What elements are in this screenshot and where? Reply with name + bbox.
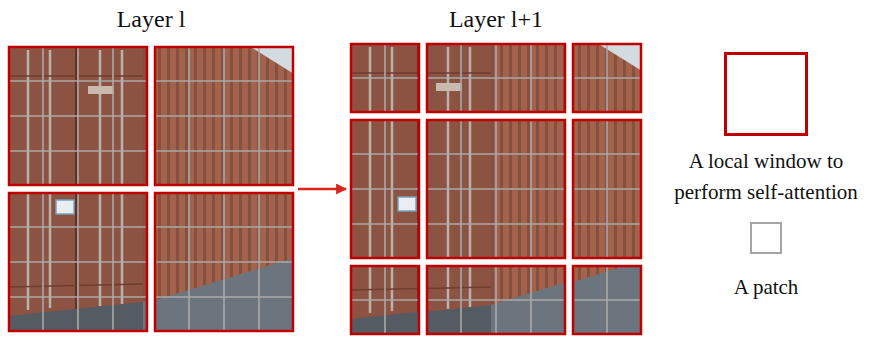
window-border bbox=[351, 44, 419, 112]
legend: A local window to perform self-attention… bbox=[656, 52, 876, 317]
legend-text: A local window to perform self-attention bbox=[656, 146, 876, 208]
window-border bbox=[427, 266, 565, 334]
window-image bbox=[362, 55, 642, 335]
patch-swatch bbox=[750, 222, 782, 254]
layer-panel: Layer l+1 bbox=[350, 4, 642, 335]
layer-image bbox=[8, 46, 294, 332]
window-border bbox=[573, 266, 641, 334]
window-border bbox=[573, 44, 641, 112]
window-border bbox=[427, 120, 565, 258]
window-border bbox=[155, 47, 293, 185]
legend-item: A patch bbox=[656, 222, 876, 303]
window-border bbox=[573, 120, 641, 258]
layer-title: Layer l+1 bbox=[350, 4, 642, 34]
layer-panel: Layer l bbox=[8, 4, 294, 332]
window-border bbox=[9, 193, 147, 331]
legend-item: A local window to perform self-attention bbox=[656, 52, 876, 208]
arrow-connector bbox=[298, 188, 346, 191]
layer-image bbox=[350, 43, 642, 335]
window-image bbox=[14, 52, 294, 332]
window-border bbox=[351, 120, 419, 258]
legend-text: A patch bbox=[656, 272, 876, 303]
window-border bbox=[351, 266, 419, 334]
window-border bbox=[155, 193, 293, 331]
layer-title: Layer l bbox=[8, 4, 294, 34]
window-swatch bbox=[724, 52, 808, 136]
window-border bbox=[9, 47, 147, 185]
window-border bbox=[427, 44, 565, 112]
